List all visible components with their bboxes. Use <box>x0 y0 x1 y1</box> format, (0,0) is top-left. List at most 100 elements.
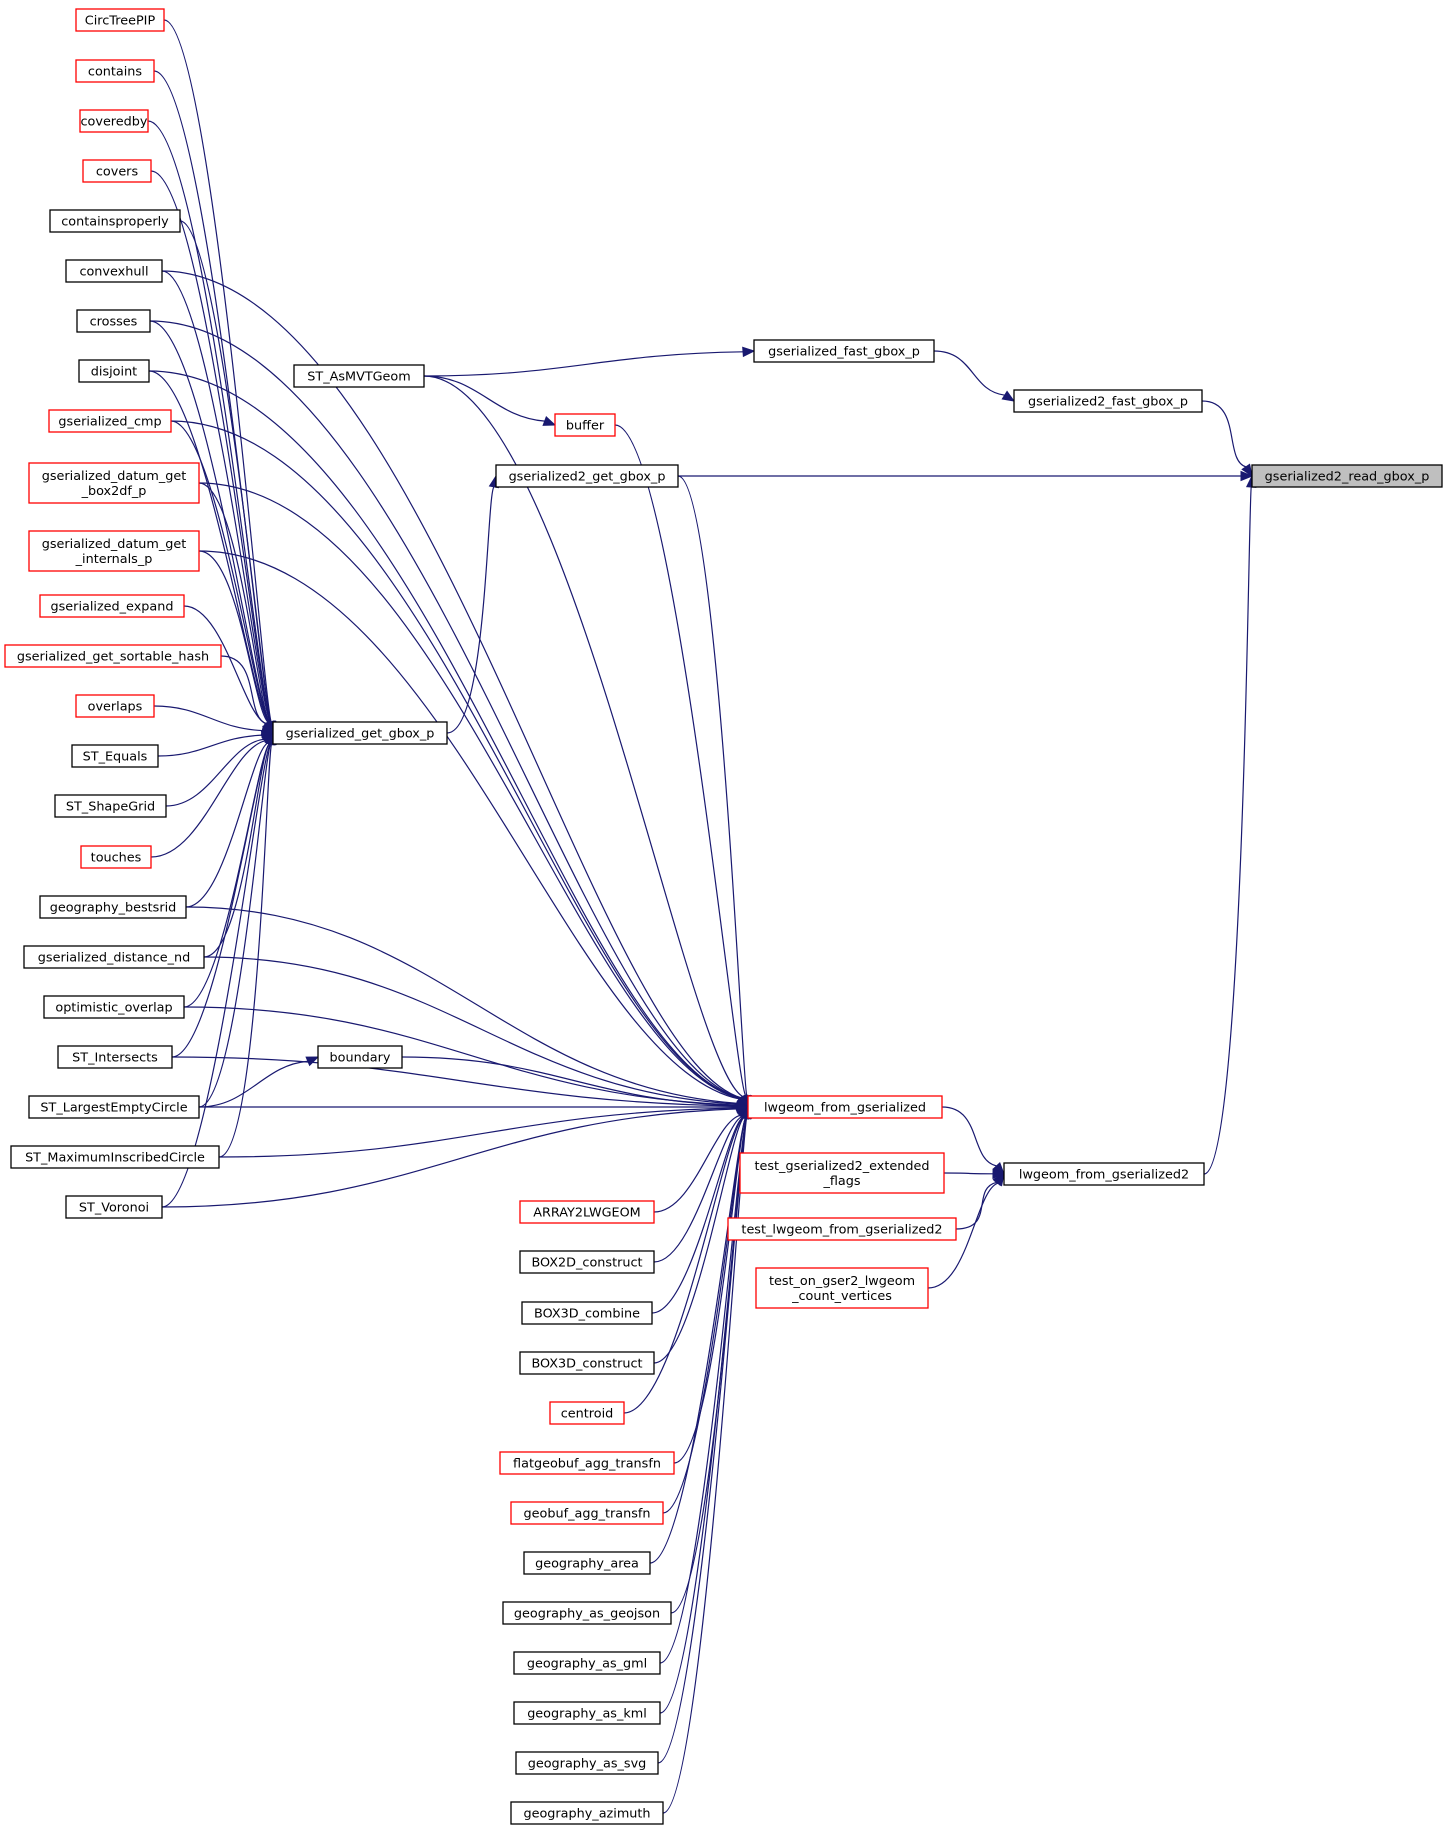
node-box <box>57 1045 173 1069</box>
call-edge <box>163 19 272 723</box>
node-st-mic[interactable]: ST_MaximumInscribedCircle <box>10 1145 220 1169</box>
node-array2lwgeom[interactable]: ARRAY2LWGEOM <box>519 1200 655 1224</box>
node-label: ST_Equals <box>83 750 148 765</box>
node-geobuf[interactable]: geobuf_agg_transfn <box>510 1501 664 1525</box>
call-edge <box>218 1107 738 1158</box>
call-edge <box>614 424 747 1097</box>
call-edge <box>943 1172 994 1175</box>
call-edge <box>673 1117 747 1464</box>
node-label: containsproperly <box>61 215 169 230</box>
node-centroid[interactable]: centroid <box>549 1401 625 1425</box>
node-boundary[interactable]: boundary <box>317 1045 403 1069</box>
node-label: _box2df_p <box>81 484 147 499</box>
node-box <box>75 694 155 718</box>
arrow-head <box>542 416 557 426</box>
arrow-head <box>742 346 756 358</box>
node-flatgeobuf[interactable]: flatgeobuf_agg_transfn <box>499 1451 675 1475</box>
node-test-ext-flags[interactable]: test_gserialized2_extended_flags <box>739 1152 945 1194</box>
call-edge <box>170 420 271 724</box>
node-label: ST_MaximumInscribedCircle <box>25 1151 205 1166</box>
call-edge <box>185 742 269 908</box>
call-edges <box>147 19 1257 1814</box>
node-gs2-read-gbox-p[interactable]: gserialized2_read_gbox_p <box>1251 464 1443 488</box>
node-box <box>48 409 172 433</box>
node-lwgeom-from-gserialized[interactable]: lwgeom_from_gserialized <box>747 1095 943 1119</box>
node-geography-as-geojson[interactable]: geography_as_geojson <box>502 1601 672 1625</box>
node-box3d-construct[interactable]: BOX3D_construct <box>519 1351 655 1375</box>
call-edge <box>171 1056 738 1107</box>
node-label: geobuf_agg_transfn <box>524 1507 651 1522</box>
call-edge <box>220 655 268 725</box>
node-box <box>28 462 200 504</box>
node-test-gser2-vertices[interactable]: test_on_gser2_lwgeom_count_vertices <box>755 1267 929 1309</box>
node-test-lwgeom-fgs2[interactable]: test_lwgeom_from_gserialized2 <box>727 1217 957 1241</box>
node-buffer[interactable]: buffer <box>554 413 616 437</box>
node-label: gserialized2_get_gbox_p <box>509 470 666 485</box>
node-geography-azimuth[interactable]: geography_azimuth <box>510 1801 664 1825</box>
node-gs2-get-gbox-p[interactable]: gserialized2_get_gbox_p <box>495 464 679 488</box>
node-st-equals[interactable]: ST_Equals <box>71 744 159 768</box>
node-box <box>76 309 151 333</box>
node-box2d-construct[interactable]: BOX2D_construct <box>519 1250 655 1274</box>
node-st-intersects[interactable]: ST_Intersects <box>57 1045 173 1069</box>
node-box <box>495 464 679 488</box>
node-label: test_gserialized2_extended <box>754 1159 929 1174</box>
call-edge <box>198 550 270 724</box>
node-box3d-combine[interactable]: BOX3D_combine <box>521 1301 653 1325</box>
node-contains[interactable]: contains <box>75 59 155 83</box>
call-edge <box>662 1117 747 1514</box>
node-st-asmvtgeom[interactable]: ST_AsMVTGeom <box>293 364 425 388</box>
node-containsproperly[interactable]: containsproperly <box>49 209 181 233</box>
node-sortable-hash[interactable]: gserialized_get_sortable_hash <box>4 644 222 668</box>
node-crosses[interactable]: crosses <box>76 309 151 333</box>
node-box <box>1251 464 1443 488</box>
node-gs2-fast-gbox-p[interactable]: gserialized2_fast_gbox_p <box>1013 389 1203 413</box>
node-st-shapegrid[interactable]: ST_ShapeGrid <box>54 794 167 818</box>
node-geography-as-gml[interactable]: geography_as_gml <box>513 1651 661 1675</box>
node-st-voronoi[interactable]: ST_Voronoi <box>65 1195 163 1219</box>
node-disjoint[interactable]: disjoint <box>78 359 150 383</box>
node-box <box>1003 1162 1205 1186</box>
node-box <box>54 794 167 818</box>
node-label: ARRAY2LWGEOM <box>533 1206 640 1221</box>
node-convexhull[interactable]: convexhull <box>65 259 163 283</box>
node-label: centroid <box>561 1407 614 1422</box>
node-geography-bestsrid[interactable]: geography_bestsrid <box>39 895 187 919</box>
node-circtreepip[interactable]: CircTreePIP <box>75 8 165 32</box>
node-coveredby[interactable]: coveredby <box>79 109 149 133</box>
node-box <box>513 1651 661 1675</box>
call-edge <box>171 743 271 1058</box>
node-label: buffer <box>566 419 605 434</box>
arrow-head <box>992 1168 1006 1180</box>
node-lwgeom-from-gserialized2[interactable]: lwgeom_from_gserialized2 <box>1003 1162 1205 1186</box>
node-st-lec[interactable]: ST_LargestEmptyCircle <box>28 1095 200 1119</box>
node-optimistic-overlap[interactable]: optimistic_overlap <box>43 995 185 1019</box>
node-box <box>747 1095 943 1119</box>
node-geography-as-svg[interactable]: geography_as_svg <box>515 1751 659 1775</box>
node-gserialized-cmp[interactable]: gserialized_cmp <box>48 409 172 433</box>
call-edge <box>179 220 272 723</box>
node-box <box>65 259 163 283</box>
node-box <box>510 1801 664 1825</box>
node-datum-internals[interactable]: gserialized_datum_get_internals_p <box>28 530 200 572</box>
call-edge <box>659 1117 747 1664</box>
call-edge <box>185 906 738 1104</box>
node-label: geography_as_svg <box>528 1757 647 1772</box>
node-distance-nd[interactable]: gserialized_distance_nd <box>23 945 205 969</box>
node-touches[interactable]: touches <box>80 845 152 869</box>
node-geography-as-kml[interactable]: geography_as_kml <box>513 1701 661 1725</box>
node-gserialized-get-gbox-p[interactable]: gserialized_get_gbox_p <box>272 721 448 745</box>
node-datum-box2df[interactable]: gserialized_datum_get_box2df_p <box>28 462 200 504</box>
node-gs-fast-gbox-p[interactable]: gserialized_fast_gbox_p <box>753 339 935 363</box>
call-edge <box>653 1115 743 1263</box>
node-geography-area[interactable]: geography_area <box>523 1551 651 1575</box>
node-box <box>49 209 181 233</box>
node-covers[interactable]: covers <box>82 159 152 183</box>
node-label: disjoint <box>91 365 137 380</box>
node-label: BOX3D_construct <box>531 1357 642 1372</box>
node-gserialized-expand[interactable]: gserialized_expand <box>39 594 185 618</box>
node-overlaps[interactable]: overlaps <box>75 694 155 718</box>
call-edge <box>927 1182 999 1289</box>
node-box <box>753 339 935 363</box>
node-box <box>272 721 448 745</box>
